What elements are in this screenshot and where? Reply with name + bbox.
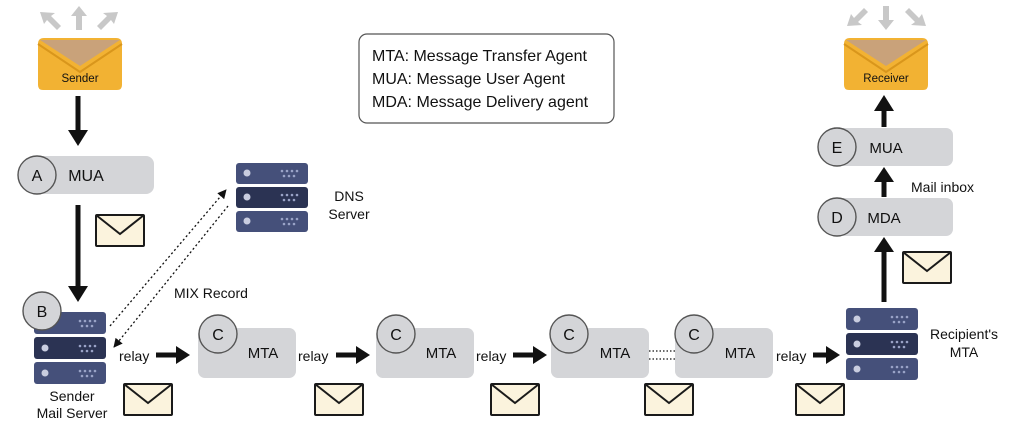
dns-server: DNS Server xyxy=(236,163,370,232)
sender-server-label-line2: Mail Server xyxy=(37,405,108,421)
mail-envelope-icon xyxy=(123,383,173,416)
node-mta-4: C MTA xyxy=(674,314,773,378)
mail-inbox-label: Mail inbox xyxy=(911,179,974,195)
badge-b: B xyxy=(37,304,48,321)
receiver-envelope-icon: Receiver xyxy=(843,6,929,90)
recipient-mta-label-line2: MTA xyxy=(950,344,979,360)
arrow-recipient-mta-to-mda xyxy=(874,237,894,302)
badge-e: E xyxy=(832,140,843,157)
legend-box: MTA: Message Transfer Agent MUA: Message… xyxy=(358,33,615,124)
arrow-mua-to-sender-server xyxy=(68,205,88,302)
receiver-label: Receiver xyxy=(863,73,909,85)
dns-label-line1: DNS xyxy=(334,188,364,204)
legend-line-mta: MTA: Message Transfer Agent xyxy=(372,48,587,65)
badge-c: C xyxy=(563,327,575,344)
mail-envelope-icon xyxy=(95,214,145,247)
arrow-mua-to-receiver xyxy=(874,95,894,127)
dns-label-line2: Server xyxy=(328,206,370,222)
arrow-sender-to-mua xyxy=(68,96,88,146)
mua-sender-label: MUA xyxy=(68,168,104,185)
mail-envelope-icon xyxy=(314,383,364,416)
relay-label: relay xyxy=(119,348,149,364)
recipient-mta-label-line1: Recipient's xyxy=(930,326,998,342)
node-mta-2: C MTA xyxy=(376,314,474,378)
server-icon xyxy=(846,308,918,380)
mta-dotted-connector xyxy=(649,350,675,360)
node-mua-receiver: E MUA xyxy=(817,127,953,167)
dns-lookup-lines xyxy=(109,189,229,348)
badge-c: C xyxy=(390,327,402,344)
badge-a: A xyxy=(32,168,43,185)
node-mta-3: C MTA xyxy=(549,314,649,378)
mta-label: MTA xyxy=(725,345,756,362)
mail-envelope-icon xyxy=(795,383,845,416)
relay-arrow-2: relay xyxy=(298,346,370,364)
node-mda: D MDA xyxy=(817,197,953,237)
badge-d: D xyxy=(831,210,843,227)
mix-record-label: MIX Record xyxy=(174,285,248,301)
relay-label: relay xyxy=(776,348,806,364)
relay-arrow-4: relay xyxy=(776,346,840,364)
arrow-mda-to-mua xyxy=(874,167,894,197)
mta-label: MTA xyxy=(248,345,279,362)
mail-envelope-icon xyxy=(490,383,540,416)
sender-envelope-icon: Sender xyxy=(37,6,123,90)
mua-receiver-label: MUA xyxy=(869,140,902,157)
mail-envelope-icon xyxy=(902,251,952,284)
legend-line-mda: MDA: Message Delivery agent xyxy=(372,94,589,111)
mta-label: MTA xyxy=(600,345,631,362)
sender-server-label-line1: Sender xyxy=(49,388,94,404)
badge-c: C xyxy=(212,327,224,344)
node-sender-mail-server: B Sender Mail Server xyxy=(22,291,108,421)
badge-c: C xyxy=(688,327,700,344)
relay-arrow-1: relay xyxy=(119,346,190,364)
server-icon xyxy=(236,163,308,232)
legend-line-mua: MUA: Message User Agent xyxy=(372,71,566,88)
sender-label: Sender xyxy=(61,73,98,85)
mail-envelope-icon xyxy=(644,383,694,416)
relay-arrow-3: relay xyxy=(476,346,547,364)
relay-label: relay xyxy=(476,348,506,364)
mda-label: MDA xyxy=(867,210,900,227)
node-mua-sender: A MUA xyxy=(17,155,154,195)
mta-label: MTA xyxy=(426,345,457,362)
node-recipient-mta: Recipient's MTA xyxy=(846,308,998,380)
node-mta-1: C MTA xyxy=(198,314,296,378)
relay-label: relay xyxy=(298,348,328,364)
